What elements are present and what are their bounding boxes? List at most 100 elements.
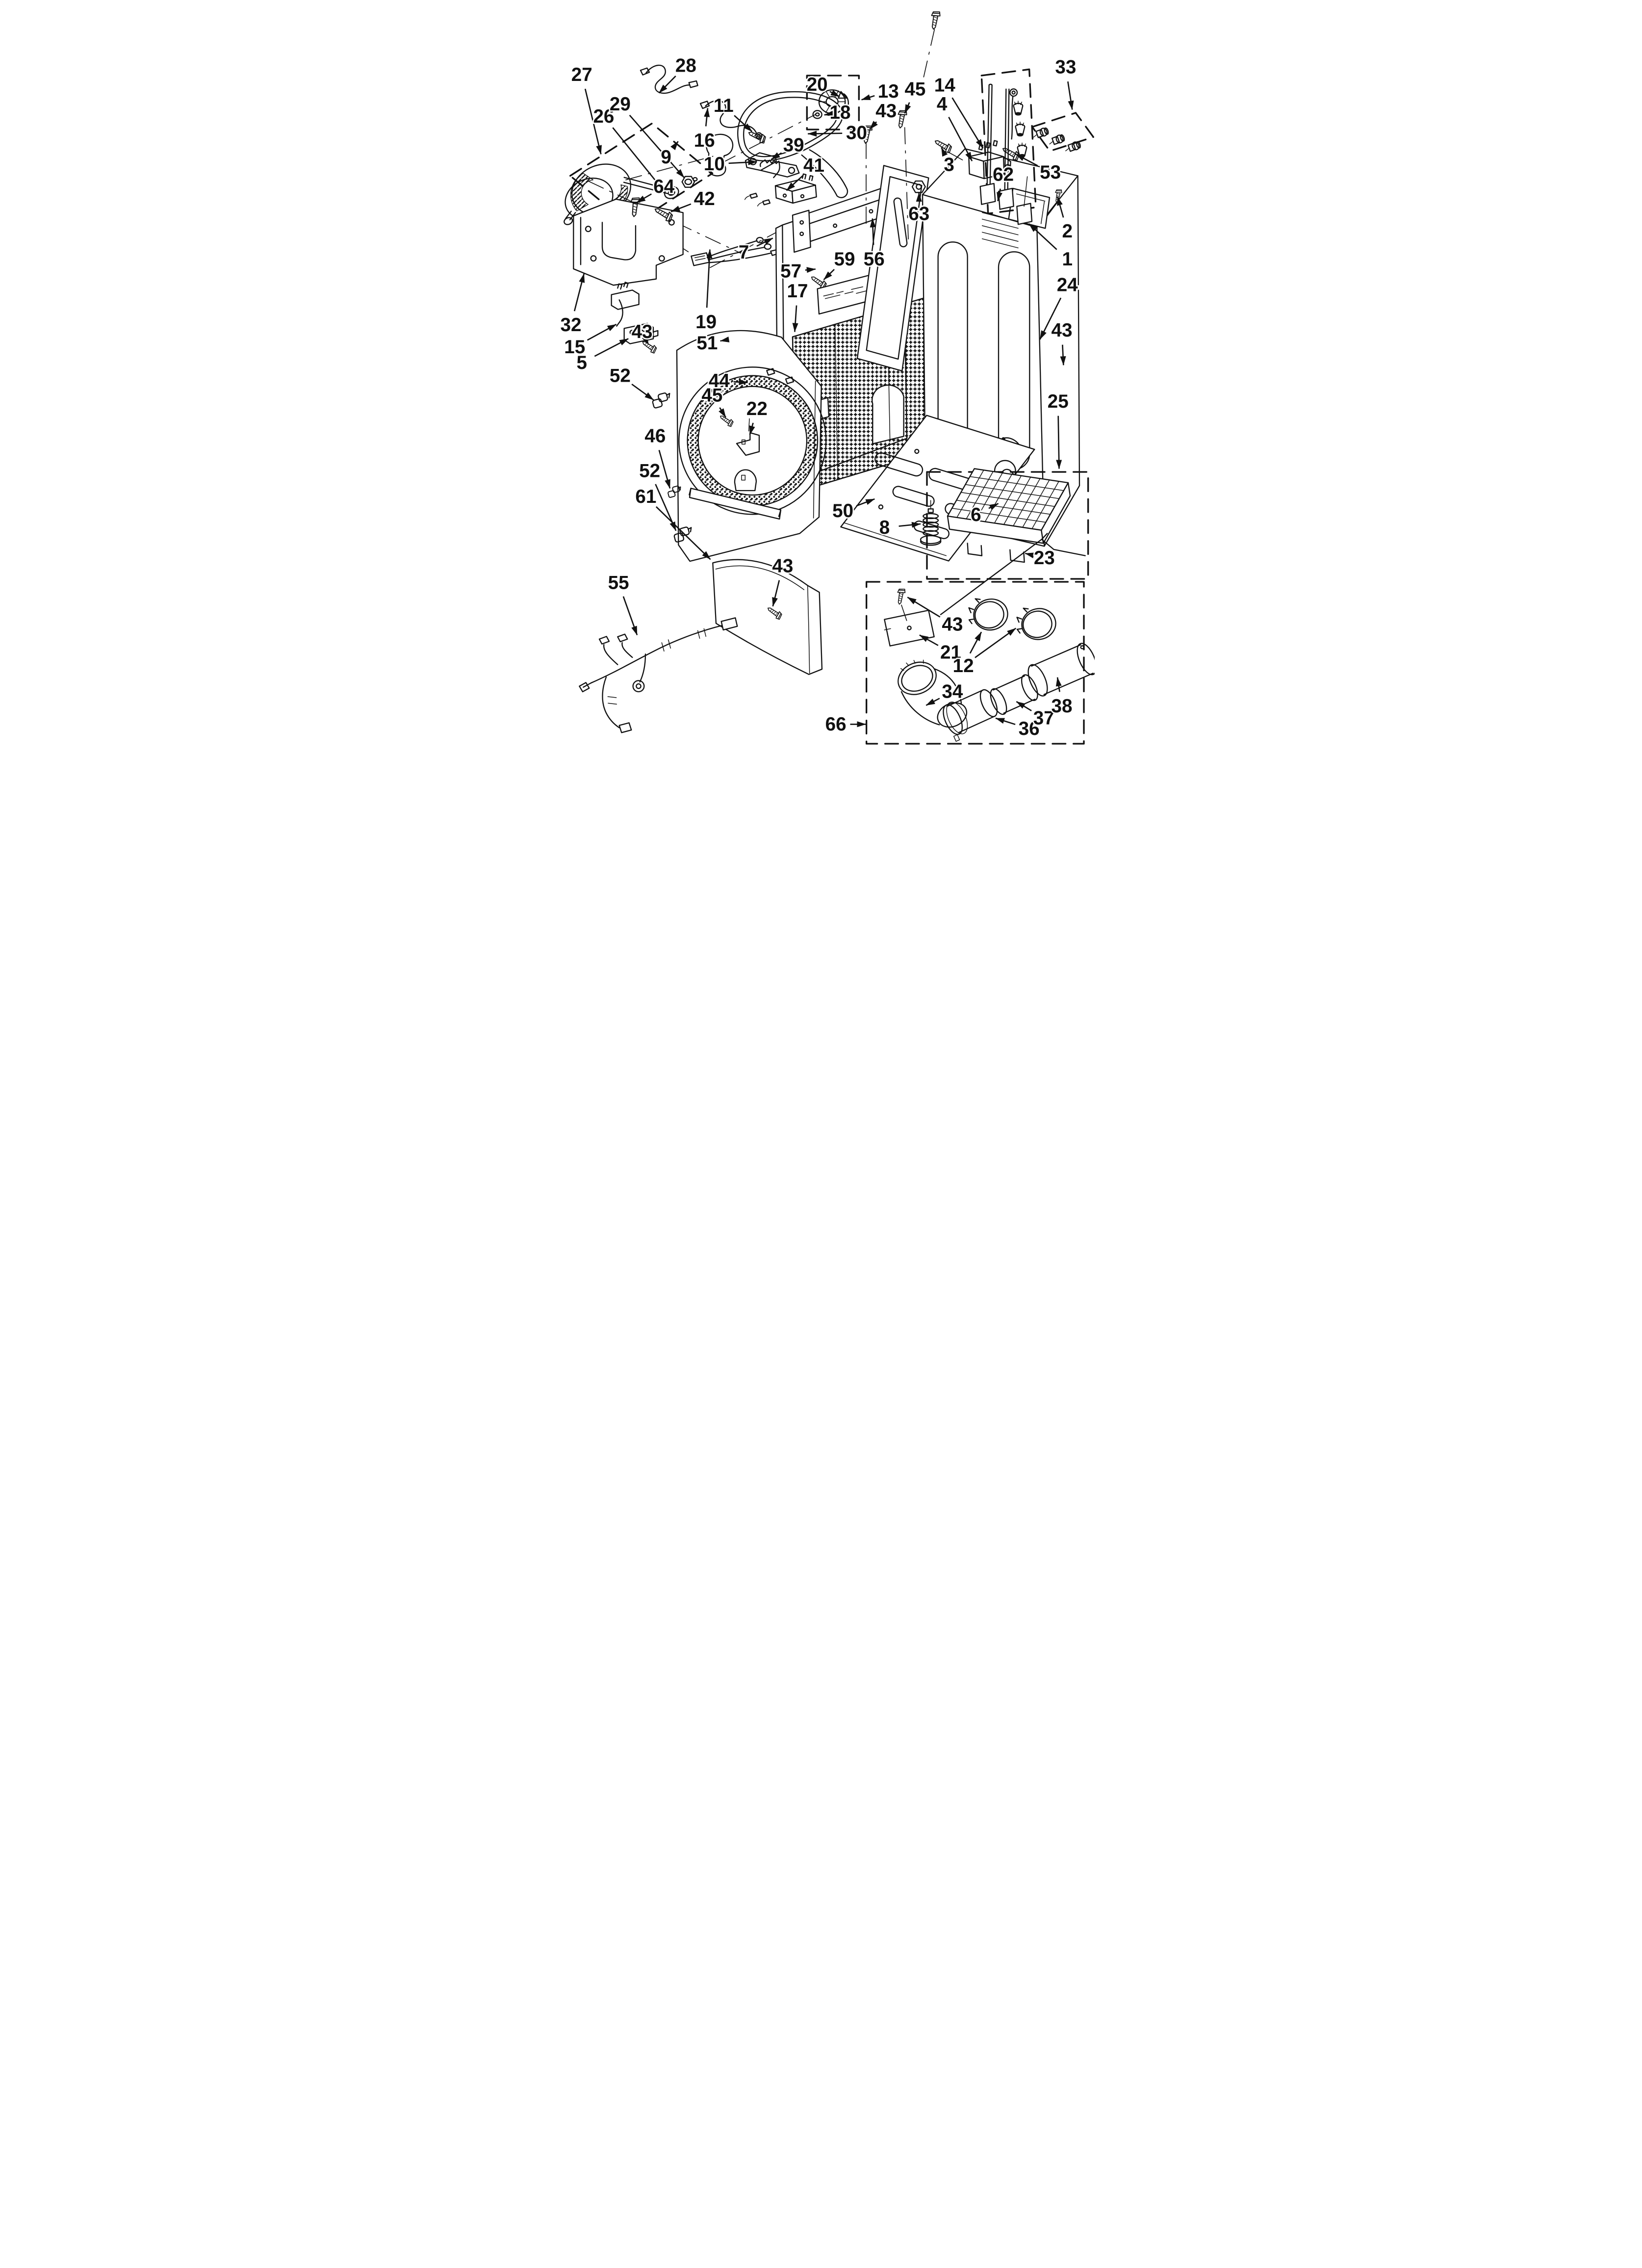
vent-cap-12 xyxy=(968,598,1008,631)
leader-arrow-57 xyxy=(805,267,816,273)
callout-46: 46 xyxy=(643,424,671,489)
callout-5: 5 xyxy=(575,338,629,375)
callout-number-64: 64 xyxy=(653,176,674,197)
leader-arrow-19 xyxy=(706,249,713,308)
leader-arrow-43d xyxy=(907,597,941,618)
callout-number-34: 34 xyxy=(942,681,963,703)
axis-line xyxy=(720,114,816,164)
main-harness-55 xyxy=(579,617,738,733)
door-switch-41 xyxy=(744,173,817,207)
leader-arrow-28 xyxy=(658,76,676,94)
leader-arrow-45b xyxy=(718,407,726,418)
leader-arrow-43a xyxy=(869,121,878,130)
leader-arrow-26 xyxy=(612,127,663,190)
callout-23: 23 xyxy=(1025,546,1056,570)
diagram-line-art xyxy=(564,10,1095,745)
callout-number-36: 36 xyxy=(1019,718,1040,739)
callout-number-5: 5 xyxy=(577,352,588,373)
callout-45a: 45 xyxy=(903,78,927,114)
callout-number-38: 38 xyxy=(1052,696,1073,717)
callout-number-51: 51 xyxy=(696,333,718,354)
callout-66: 66 xyxy=(824,712,867,736)
motor-bracket-32 xyxy=(573,198,684,286)
callout-13: 13 xyxy=(861,79,900,104)
callout-number-66: 66 xyxy=(825,714,847,735)
door-catch-22 xyxy=(734,418,760,492)
idler-washer-18 xyxy=(812,110,822,119)
leveling-leg-8 xyxy=(920,500,942,546)
axis-line xyxy=(923,29,969,163)
leader-arrow-32 xyxy=(573,273,585,312)
push-nut-63 xyxy=(911,180,926,193)
callout-number-24: 24 xyxy=(1057,274,1078,295)
pulley-nut-29 xyxy=(681,176,698,188)
callout-8: 8 xyxy=(878,516,921,540)
callout-number-55: 55 xyxy=(608,573,629,594)
callout-4: 4 xyxy=(935,92,973,161)
vent-duct-38 xyxy=(1027,643,1095,697)
leader-arrow-10 xyxy=(728,159,758,165)
callout-number-45b: 45 xyxy=(701,385,722,406)
vent-elbow-34 xyxy=(898,659,968,728)
callout-52a: 52 xyxy=(608,364,654,401)
leader-arrow-20 xyxy=(829,90,840,98)
callout-number-56: 56 xyxy=(864,249,885,270)
callout-3: 3 xyxy=(941,147,956,177)
leader-arrow-36 xyxy=(995,717,1016,725)
vent-duct-36 xyxy=(943,689,998,742)
leader-arrow-56 xyxy=(870,218,876,245)
vent-kit-box-66 xyxy=(866,581,1095,745)
wire-nut xyxy=(1015,121,1026,137)
broken-belt-switch-15 xyxy=(611,282,640,327)
callout-41: 41 xyxy=(786,154,826,191)
callout-number-1: 1 xyxy=(1062,249,1073,270)
callout-number-6: 6 xyxy=(971,504,981,525)
leader-arrow-53 xyxy=(1015,154,1038,166)
leader-arrow-25 xyxy=(1056,416,1062,469)
callout-number-46: 46 xyxy=(644,426,666,447)
callout-24: 24 xyxy=(1039,273,1079,340)
access-panel-61 xyxy=(712,559,823,675)
callout-number-20: 20 xyxy=(807,74,828,95)
callout-15: 15 xyxy=(563,323,617,359)
callout-17: 17 xyxy=(786,279,809,333)
callout-52b: 52 xyxy=(638,459,677,531)
leader-arrow-15 xyxy=(587,323,617,341)
callout-57: 57 xyxy=(779,260,816,283)
leader-arrow-59 xyxy=(823,269,835,281)
callout-50: 50 xyxy=(831,498,875,523)
callout-number-37: 37 xyxy=(1033,707,1054,729)
callout-22: 22 xyxy=(745,397,769,435)
callout-number-52b: 52 xyxy=(639,461,660,482)
callout-number-13: 13 xyxy=(878,81,899,102)
callout-16: 16 xyxy=(693,107,716,153)
callout-number-11: 11 xyxy=(714,95,734,116)
callout-27: 27 xyxy=(570,63,602,155)
callout-number-43e: 43 xyxy=(632,321,653,342)
belt-guard-bracket-9 xyxy=(706,133,734,177)
callout-45b: 45 xyxy=(700,384,726,418)
leader-arrow-14 xyxy=(951,97,984,149)
callout-number-2: 2 xyxy=(1062,221,1073,242)
callout-number-62: 62 xyxy=(993,164,1014,185)
callout-20: 20 xyxy=(805,73,840,98)
terminal-connector xyxy=(1033,127,1049,138)
callout-61: 61 xyxy=(634,485,711,560)
leader-arrow-34 xyxy=(925,698,940,706)
callout-7: 7 xyxy=(737,237,773,264)
callout-number-43d: 43 xyxy=(942,614,963,635)
callout-number-10: 10 xyxy=(704,154,725,175)
leader-arrow-1 xyxy=(1028,223,1057,250)
callout-number-17: 17 xyxy=(787,281,808,302)
callout-42: 42 xyxy=(670,187,716,212)
callout-59: 59 xyxy=(823,247,856,281)
grille-box-25 xyxy=(926,471,1089,580)
callout-number-15: 15 xyxy=(564,337,585,358)
leader-arrow-52a xyxy=(631,384,654,401)
callout-number-14: 14 xyxy=(934,75,955,96)
callout-2: 2 xyxy=(1056,196,1074,243)
leader-arrow-12 xyxy=(975,627,1017,658)
leader-arrow-13 xyxy=(861,94,875,101)
panel-clip-52-upper xyxy=(652,392,670,409)
